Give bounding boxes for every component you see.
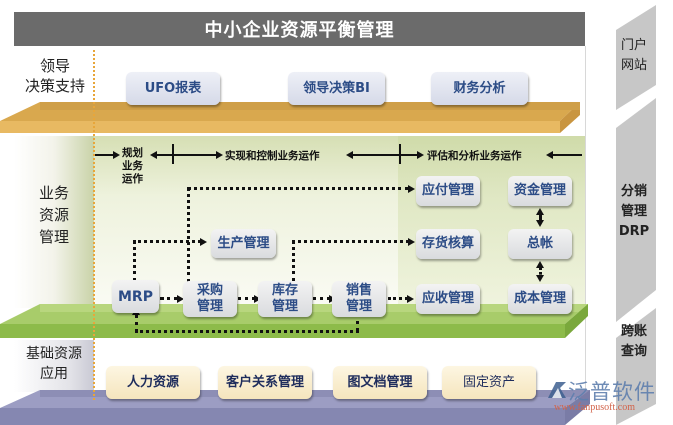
module-text: 销售: [345, 283, 372, 298]
flow-line: [133, 240, 201, 243]
module-text: 管理: [196, 299, 223, 314]
arrow-down-icon: [536, 220, 544, 227]
flow-line: [187, 187, 190, 283]
middle-label-background: [14, 136, 94, 308]
module-text: 库存: [271, 283, 298, 298]
module-leadership-bi[interactable]: 领导决策BI: [288, 72, 385, 105]
phase-control: 实现和控制业务运作: [225, 150, 320, 162]
right-label-line: 网站: [620, 58, 647, 73]
module-payables[interactable]: 应付管理: [416, 176, 480, 206]
arrow-right-icon: [177, 295, 184, 303]
layer-label-line: 管理: [38, 228, 69, 246]
arrow-right-icon: [216, 151, 223, 159]
arrow-right-icon: [113, 151, 120, 159]
middle-area-right-tint: [398, 136, 585, 308]
module-cost[interactable]: 成本管理: [508, 284, 572, 314]
flow-line: [539, 267, 542, 275]
module-text: 管理: [345, 299, 372, 314]
layer-label-line: 资源: [38, 206, 69, 224]
phase-text: 规划: [122, 147, 143, 159]
module-purchasing[interactable]: 采购 管理: [183, 281, 237, 317]
phase-arrow-line: [95, 154, 113, 156]
arrow-up-icon: [536, 261, 544, 268]
layer-label-base-resources: 基础资源 应用: [14, 344, 94, 384]
flow-line: [133, 240, 136, 282]
layer-label-line: 决策支持: [24, 77, 85, 95]
label-divider: [93, 50, 95, 400]
phase-evaluate: 评估和分析业务运作: [427, 150, 522, 162]
right-label-line: 管理: [620, 204, 647, 219]
flow-line: [356, 314, 359, 331]
module-ufo-report[interactable]: UFO报表: [126, 72, 220, 105]
flow-line: [238, 297, 255, 300]
phase-arrow-line: [352, 154, 417, 156]
module-financial-analysis[interactable]: 财务分析: [431, 72, 528, 105]
layer-label-line: 基础资源: [26, 346, 82, 362]
module-sales[interactable]: 销售 管理: [332, 281, 386, 317]
phase-text: 运作: [122, 173, 143, 185]
flow-line: [388, 297, 408, 300]
module-inventory-accounting[interactable]: 存货核算: [416, 229, 480, 259]
diagram-title: 中小企业资源平衡管理: [14, 12, 585, 46]
arrow-right-icon: [254, 295, 261, 303]
module-crm[interactable]: 客户关系管理: [218, 366, 312, 399]
module-human-resources[interactable]: 人力资源: [106, 366, 200, 399]
module-inventory[interactable]: 库存 管理: [258, 281, 312, 317]
flow-line: [187, 187, 409, 190]
phase-divider: [399, 144, 401, 164]
flow-line: [539, 214, 542, 220]
right-label-line: 分销: [620, 184, 647, 199]
arrow-up-icon: [536, 208, 544, 215]
right-label-cross-query: 跨账 查询: [613, 322, 655, 362]
decision-support-shelf: [0, 102, 580, 133]
bottom-label-background: [14, 340, 94, 392]
arrow-down-icon: [536, 275, 544, 282]
arrow-right-icon: [408, 238, 415, 246]
phase-planning: 规划 业务 运作: [122, 147, 143, 186]
diagram-frame: [14, 46, 586, 398]
layer-label-line: 业务: [38, 184, 69, 202]
module-production[interactable]: 生产管理: [211, 229, 276, 258]
right-label-line: 查询: [620, 344, 647, 359]
right-label-line: 门户: [620, 38, 647, 53]
watermark: 泛普软件 www.fanpusoft.com: [546, 376, 671, 416]
phase-text: 业务: [122, 160, 143, 172]
watermark-url: www.fanpusoft.com: [554, 402, 636, 413]
flow-line: [135, 315, 138, 332]
module-mrp[interactable]: MRP: [112, 280, 159, 313]
arrow-left-icon: [150, 151, 157, 159]
module-fixed-assets[interactable]: 固定资产: [442, 366, 536, 399]
arrow-right-icon: [407, 295, 414, 303]
phase-arrow-line: [552, 154, 582, 156]
phase-divider: [172, 144, 174, 164]
layer-label-decision-support: 领导 决策支持: [16, 56, 94, 96]
flow-line: [160, 297, 178, 300]
right-label-drp: 分销 管理 DRP: [613, 182, 655, 242]
layer-label-business-resources: 业务 资源 管理: [18, 182, 90, 248]
module-funds[interactable]: 资金管理: [508, 176, 572, 206]
arrow-right-icon: [408, 185, 415, 193]
right-column-bands: [616, 5, 656, 425]
flow-line: [135, 330, 359, 333]
flow-line: [292, 240, 295, 282]
right-label-line: 跨账: [620, 324, 647, 339]
phase-arrow-line: [156, 154, 216, 156]
layer-label-line: 领导: [39, 57, 70, 75]
layer-label-line: 应用: [40, 366, 68, 382]
arrow-left-icon: [346, 151, 353, 159]
flow-line: [313, 297, 330, 300]
module-text: 采购: [196, 283, 223, 298]
arrow-left-icon: [546, 151, 553, 159]
flow-line: [292, 240, 409, 243]
right-label-portal: 门户 网站: [613, 36, 655, 76]
module-general-ledger[interactable]: 总帐: [508, 229, 572, 259]
module-receivables[interactable]: 应收管理: [416, 284, 480, 314]
arrow-right-icon: [200, 238, 207, 246]
watermark-brand: 泛普软件: [568, 380, 656, 404]
right-label-line: DRP: [618, 224, 650, 239]
arrow-right-icon: [417, 151, 424, 159]
module-text: 管理: [271, 299, 298, 314]
brand-logo-icon: [548, 382, 566, 398]
module-document-management[interactable]: 图文档管理: [333, 366, 427, 399]
